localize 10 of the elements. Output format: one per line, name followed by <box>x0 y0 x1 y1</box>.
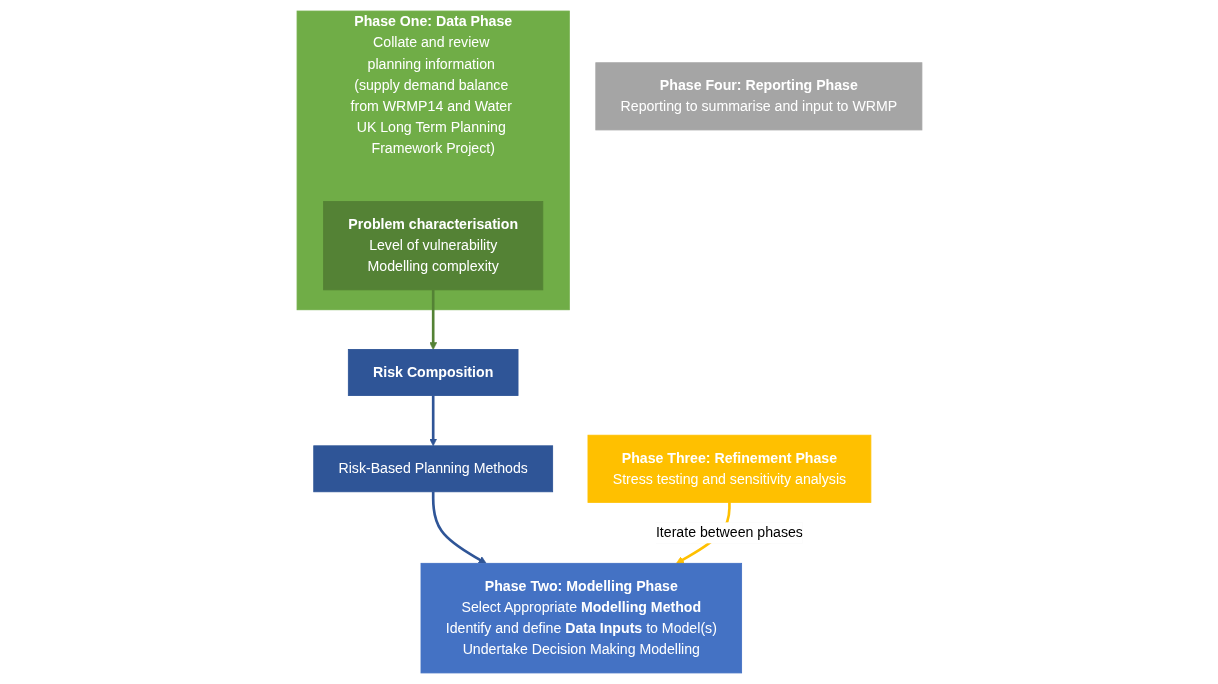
arrow <box>431 491 486 564</box>
node-box: Phase Two: Modelling Phase Select Appropriate Modelling Method Identify and define Data Inputs to Model(s) Undertake Decision Making Modelling <box>420 562 742 674</box>
node-box: Risk Composition <box>347 349 518 396</box>
node-box: Problem characterisation Level of vulnerability Modelling complexity <box>322 201 543 291</box>
arrow <box>428 395 437 447</box>
arrow <box>428 289 437 350</box>
node-box: Phase Four: Reporting Phase Reporting to summarise and input to WRMP <box>594 62 922 131</box>
node-box: Phase Three: Refinement Phase Stress testing and sensitivity analysis <box>587 434 871 503</box>
node-box: Risk-Based Planning Methods <box>312 445 553 493</box>
edge-label: Iterate between phases <box>655 524 803 540</box>
